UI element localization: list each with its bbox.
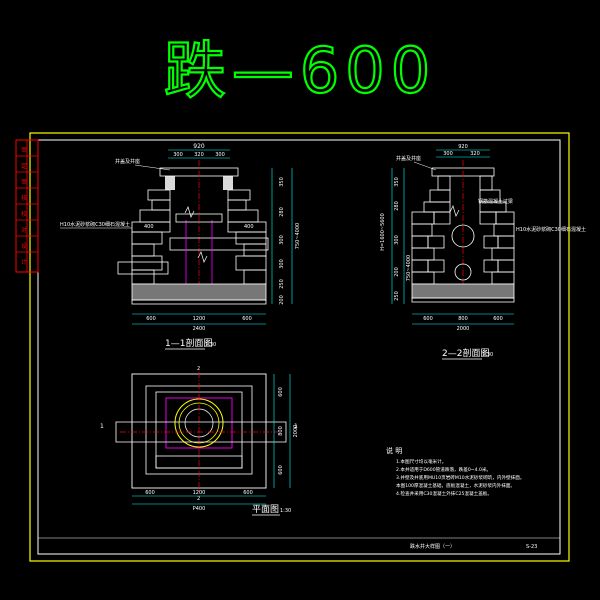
s2-l-5: 250 bbox=[394, 291, 400, 301]
s2-top-b: 320 bbox=[470, 151, 480, 157]
s1-inner-b: 400 bbox=[244, 224, 254, 230]
inner-frame bbox=[37, 139, 561, 555]
s2-b-total: 2000 bbox=[457, 326, 470, 332]
notes-item-2: 2.本井适用于D600管道跌落，跌差0~4.0米。 bbox=[396, 466, 491, 473]
plan-mark-1a: 1 bbox=[100, 423, 104, 430]
plan-mark-2b: 2 bbox=[197, 496, 200, 502]
s1-left-note: H10水泥砂浆砌C30细石混凝土 bbox=[60, 221, 130, 228]
s1-top-c: 300 bbox=[215, 152, 225, 158]
plan-b-b: 1200 bbox=[193, 490, 206, 496]
s2-top-a: 300 bbox=[443, 151, 453, 157]
s1-b-a: 600 bbox=[146, 316, 156, 322]
tb-7: 设 bbox=[21, 242, 27, 250]
s2-top-total: 920 bbox=[458, 144, 468, 150]
s1-r-3: 300 bbox=[279, 235, 285, 245]
title-block: 审 定 审 核 校 对 设 计 bbox=[15, 139, 39, 273]
s2-l-sub: 750~4000 bbox=[406, 255, 412, 281]
s2-b-a: 600 bbox=[423, 316, 433, 322]
tb-5: 校 bbox=[21, 210, 27, 218]
s1-top-b: 320 bbox=[194, 152, 204, 158]
plan-view: 1 1 2 2 600 800 600 2000 600 1200 600 P4… bbox=[100, 366, 299, 516]
tb-8: 计 bbox=[21, 258, 27, 266]
plan-scale: 1:30 bbox=[280, 508, 291, 514]
s1-inner-a: 400 bbox=[144, 224, 154, 230]
notes: 说 明 1.本图尺寸均以毫米计。 2.本井适用于D600管道跌落，跌差0~4.0… bbox=[386, 446, 524, 497]
plan-r-b: 800 bbox=[278, 426, 284, 436]
notes-item-5: 4.检查井采用C30混凝土外抹C25混凝土盖板。 bbox=[396, 490, 492, 497]
s1-scale: 1:30 bbox=[205, 342, 216, 348]
s1-caption: 1—1剖面图 bbox=[165, 337, 212, 349]
s2-l-4: 200 bbox=[394, 267, 400, 277]
footer-drawing-name: 跌水井大样图（一） bbox=[410, 543, 455, 550]
s2-scale: 1:30 bbox=[482, 352, 493, 358]
s1-b-total: 2400 bbox=[193, 326, 206, 332]
s1-r-2: 280 bbox=[279, 207, 285, 217]
s2-right-note: H10水泥砂浆砌C30细石混凝土 bbox=[516, 226, 586, 233]
plan-r-a: 600 bbox=[278, 387, 284, 397]
plan-b-a: 600 bbox=[145, 490, 155, 496]
s1-b-b: 1200 bbox=[193, 316, 206, 322]
sheet-frame bbox=[29, 132, 570, 562]
s2-caption: 2—2剖面图 bbox=[442, 347, 489, 359]
plan-b-c: 600 bbox=[243, 490, 253, 496]
s1-r-total: 750~4000 bbox=[295, 223, 301, 249]
s2-l-total: H=1600~5600 bbox=[380, 213, 386, 251]
footer-sheet: S-23 bbox=[526, 544, 537, 550]
s1-top-total: 920 bbox=[193, 143, 205, 150]
s2-b-c: 600 bbox=[493, 316, 503, 322]
s2-b-b: 800 bbox=[458, 316, 468, 322]
section-2-2: 920 300 320 井盖及井座 钢筋混凝土过梁 H10水泥砂浆砌C30细石 bbox=[380, 144, 586, 360]
s2-l-1: 350 bbox=[394, 177, 400, 187]
s1-r-6: 200 bbox=[279, 295, 285, 305]
s1-r-1: 350 bbox=[279, 177, 285, 187]
s1-r-5: 250 bbox=[279, 279, 285, 289]
section-1-1: 920 300 320 300 井盖及井座 bbox=[60, 143, 301, 350]
notes-item-1: 1.本图尺寸均以毫米计。 bbox=[396, 458, 446, 465]
notes-item-3: 3.井壁及井底用MU10页岩砖M10水泥砂浆砌筑，内外壁抹面。 bbox=[396, 474, 524, 481]
notes-heading: 说 明 bbox=[386, 446, 402, 455]
drawing-title: 跌—600 bbox=[164, 34, 436, 107]
s1-cover-note: 井盖及井座 bbox=[115, 158, 140, 165]
tb-1: 审 bbox=[21, 146, 27, 154]
tb-3: 审 bbox=[21, 178, 27, 186]
plan-mark-2a: 2 bbox=[197, 366, 200, 372]
plan-b-total: P400 bbox=[193, 506, 206, 512]
s1-r-4: 300 bbox=[279, 259, 285, 269]
s2-l-3: 300 bbox=[394, 235, 400, 245]
plan-caption: 平面图 bbox=[252, 504, 279, 515]
notes-item-4: 本图100厚混凝土基础，底板混凝土，水泥砂浆内外抹面。 bbox=[396, 482, 515, 489]
tb-6: 对 bbox=[21, 226, 27, 234]
s1-b-c: 600 bbox=[242, 316, 252, 322]
s2-cover-note: 井盖及井座 bbox=[396, 155, 421, 162]
tb-4: 核 bbox=[21, 194, 27, 202]
tb-2: 定 bbox=[21, 162, 27, 170]
plan-mark-1b: 1 bbox=[294, 423, 298, 430]
plan-r-total: 2000 bbox=[293, 425, 299, 438]
s2-beam-note: 钢筋混凝土过梁 bbox=[478, 198, 513, 205]
s1-top-a: 300 bbox=[173, 152, 183, 158]
s2-l-2: 280 bbox=[394, 201, 400, 211]
plan-r-c: 600 bbox=[278, 465, 284, 475]
